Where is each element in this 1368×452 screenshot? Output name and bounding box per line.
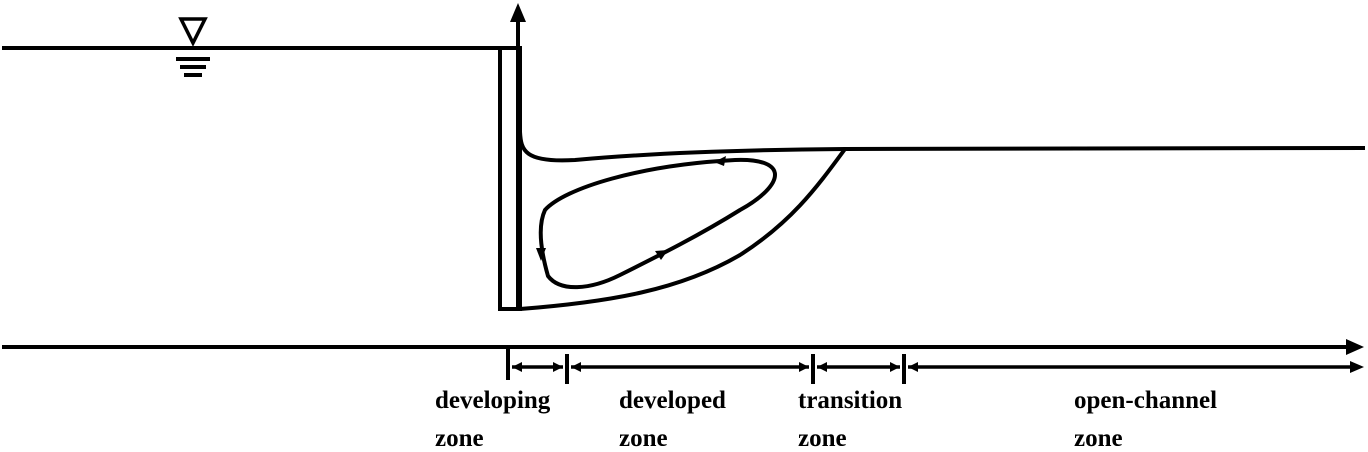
zone-label-line1: developing [435, 387, 551, 414]
zone-label-line1: open-channel [1074, 387, 1218, 414]
zone-label-developing: developing zone [435, 382, 550, 452]
recirculation-eddy [536, 156, 777, 290]
vertical-axis-arrow [510, 3, 526, 309]
zone-label-line2: zone [1074, 425, 1123, 452]
zone-label-transition: transition zone [798, 382, 902, 452]
eddy-arrow-bottom [655, 250, 668, 260]
horizontal-axis-arrow [2, 339, 1364, 355]
zone-label-line2: zone [435, 425, 484, 452]
zone-label-line2: zone [798, 425, 847, 452]
jet-boundary [519, 147, 847, 311]
zone-label-line1: developed [619, 387, 726, 414]
zone-label-line2: zone [619, 425, 668, 452]
zone-label-open-channel: open-channel zone [1074, 382, 1217, 452]
downstream-water-surface [518, 131, 1366, 163]
zone-label-line1: transition [798, 387, 903, 414]
zone-dimension-arrows [506, 347, 1364, 384]
water-surface-symbol [176, 17, 210, 77]
zone-label-developed: developed zone [619, 382, 726, 452]
eddy-arrow-top [714, 156, 726, 166]
eddy-arrow-left [536, 248, 546, 261]
